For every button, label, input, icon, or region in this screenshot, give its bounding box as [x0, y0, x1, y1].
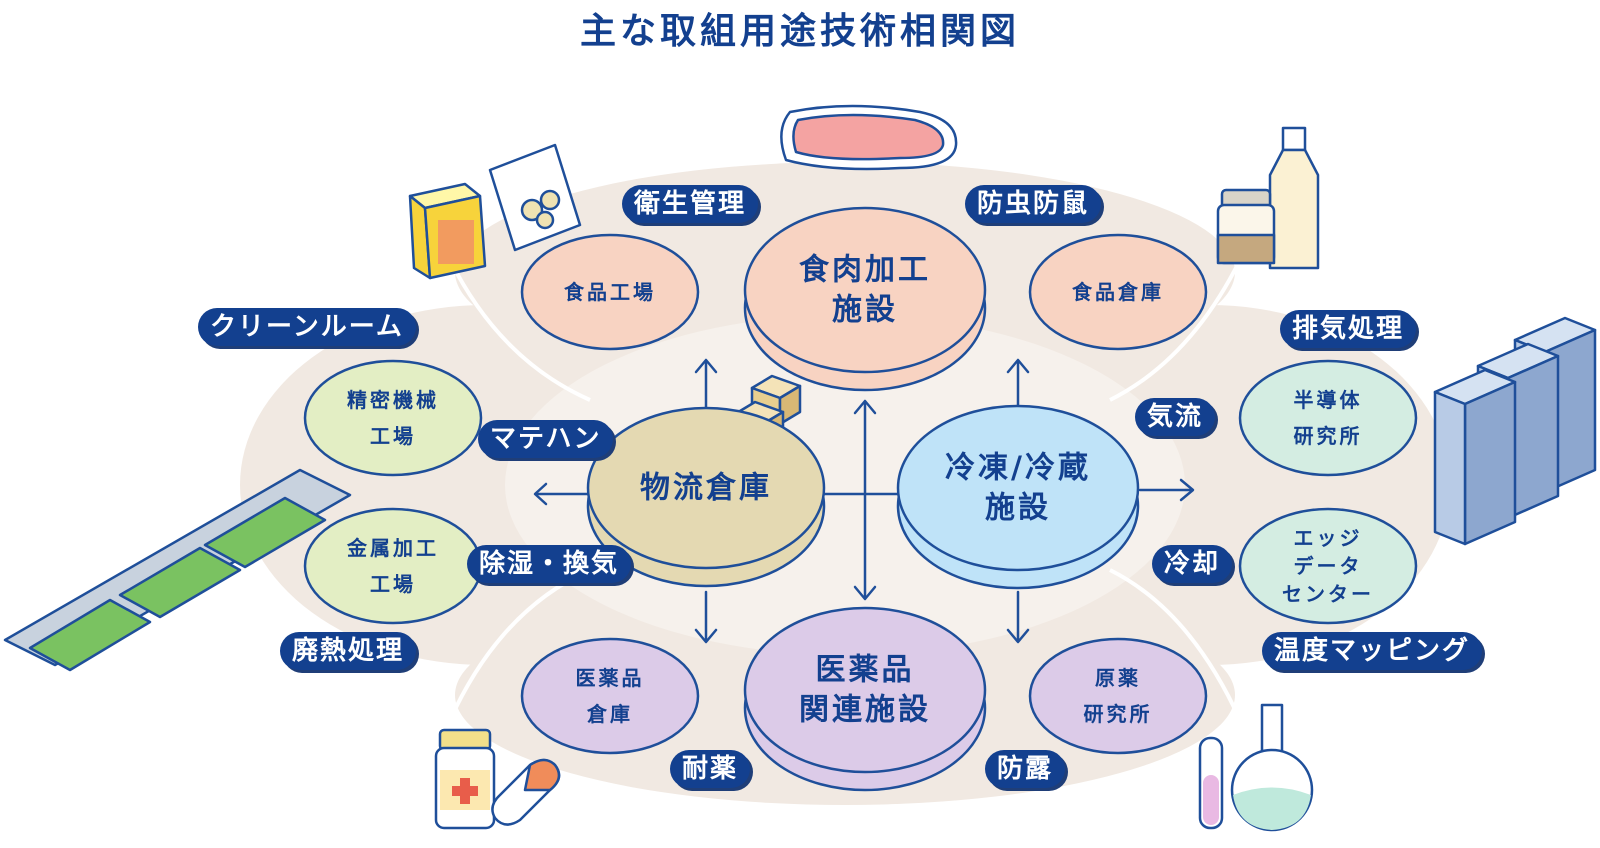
facility-food-warehouse: 食品倉庫	[1028, 233, 1208, 351]
facility-semiconductor-lab-line-1: 半導体	[1294, 388, 1363, 412]
facility-precision-factory-line-1: 精密機械	[347, 388, 439, 412]
jar-icon	[1216, 188, 1276, 265]
facility-food-factory-line-1: 食品工場	[564, 280, 656, 304]
food-box-icon	[408, 182, 487, 280]
tag-waste-heat: 廃熱処理	[280, 632, 417, 670]
tag-dew: 防露	[985, 750, 1066, 788]
hub-cold-line-1: 冷凍/冷蔵	[945, 451, 1091, 486]
tag-airflow: 気流	[1135, 398, 1216, 436]
tag-temp-mapping: 温度マッピング	[1262, 632, 1483, 670]
facility-metal-factory-line-2: 工場	[370, 572, 416, 596]
hub-logistics-line-1: 物流倉庫	[640, 471, 772, 506]
flask-icon	[1230, 703, 1314, 832]
tag-chemical: 耐薬	[670, 750, 751, 788]
facility-semiconductor-lab-line-2: 研究所	[1294, 424, 1363, 448]
server-rack-icon	[1433, 316, 1597, 546]
facilities-layer: 食品工場食品倉庫精密機械工場金属加工工場半導体研究所エッジデータセンター医薬品倉…	[303, 233, 1418, 755]
meat-icon	[780, 104, 958, 171]
diagram-title: 主な取組用途技術相関図	[579, 11, 1020, 52]
facility-drug-lab-line-1: 原薬	[1095, 666, 1141, 690]
medicine-bottle-icon	[434, 728, 496, 830]
facility-metal-factory-line-1: 金属加工	[346, 536, 439, 560]
hub-logistics: 物流倉庫	[586, 406, 826, 588]
tag-cooling: 冷却	[1152, 545, 1233, 583]
tag-dehumidify: 除湿・換気	[467, 545, 632, 583]
facility-pharma-warehouse-line-1: 医薬品	[576, 666, 645, 690]
hub-medical-line-1: 医薬品	[816, 653, 915, 688]
tag-cleanroom: クリーンルーム	[198, 308, 416, 346]
hub-medical-line-2: 関連施設	[799, 693, 931, 728]
facility-edge-dc-line-2: データ	[1294, 554, 1363, 578]
facility-food-factory: 食品工場	[520, 233, 700, 351]
test-tube-icon	[1198, 736, 1224, 830]
facility-edge-dc-line-1: エッジ	[1294, 526, 1363, 550]
capsule-icon	[491, 758, 561, 826]
facility-precision-factory-line-2: 工場	[370, 424, 416, 448]
snack-bag-icon	[488, 143, 582, 252]
hub-meat-line-1: 食肉加工	[799, 253, 931, 288]
tag-hygiene: 衛生管理	[622, 185, 759, 223]
facility-edge-dc-line-3: センター	[1282, 582, 1374, 606]
tag-pest: 防虫防鼠	[965, 185, 1102, 223]
hub-meat-line-2: 施設	[832, 293, 898, 328]
tag-material-handling: マテハン	[478, 420, 614, 458]
hub-cold-line-2: 施設	[985, 491, 1051, 526]
tag-exhaust: 排気処理	[1280, 310, 1417, 348]
facility-food-warehouse-line-1: 食品倉庫	[1072, 280, 1164, 304]
milk-bottle-icon	[1268, 126, 1320, 270]
facility-drug-lab-line-2: 研究所	[1084, 702, 1153, 726]
facility-pharma-warehouse-line-2: 倉庫	[586, 702, 633, 726]
circuit-board-icon	[3, 468, 352, 672]
